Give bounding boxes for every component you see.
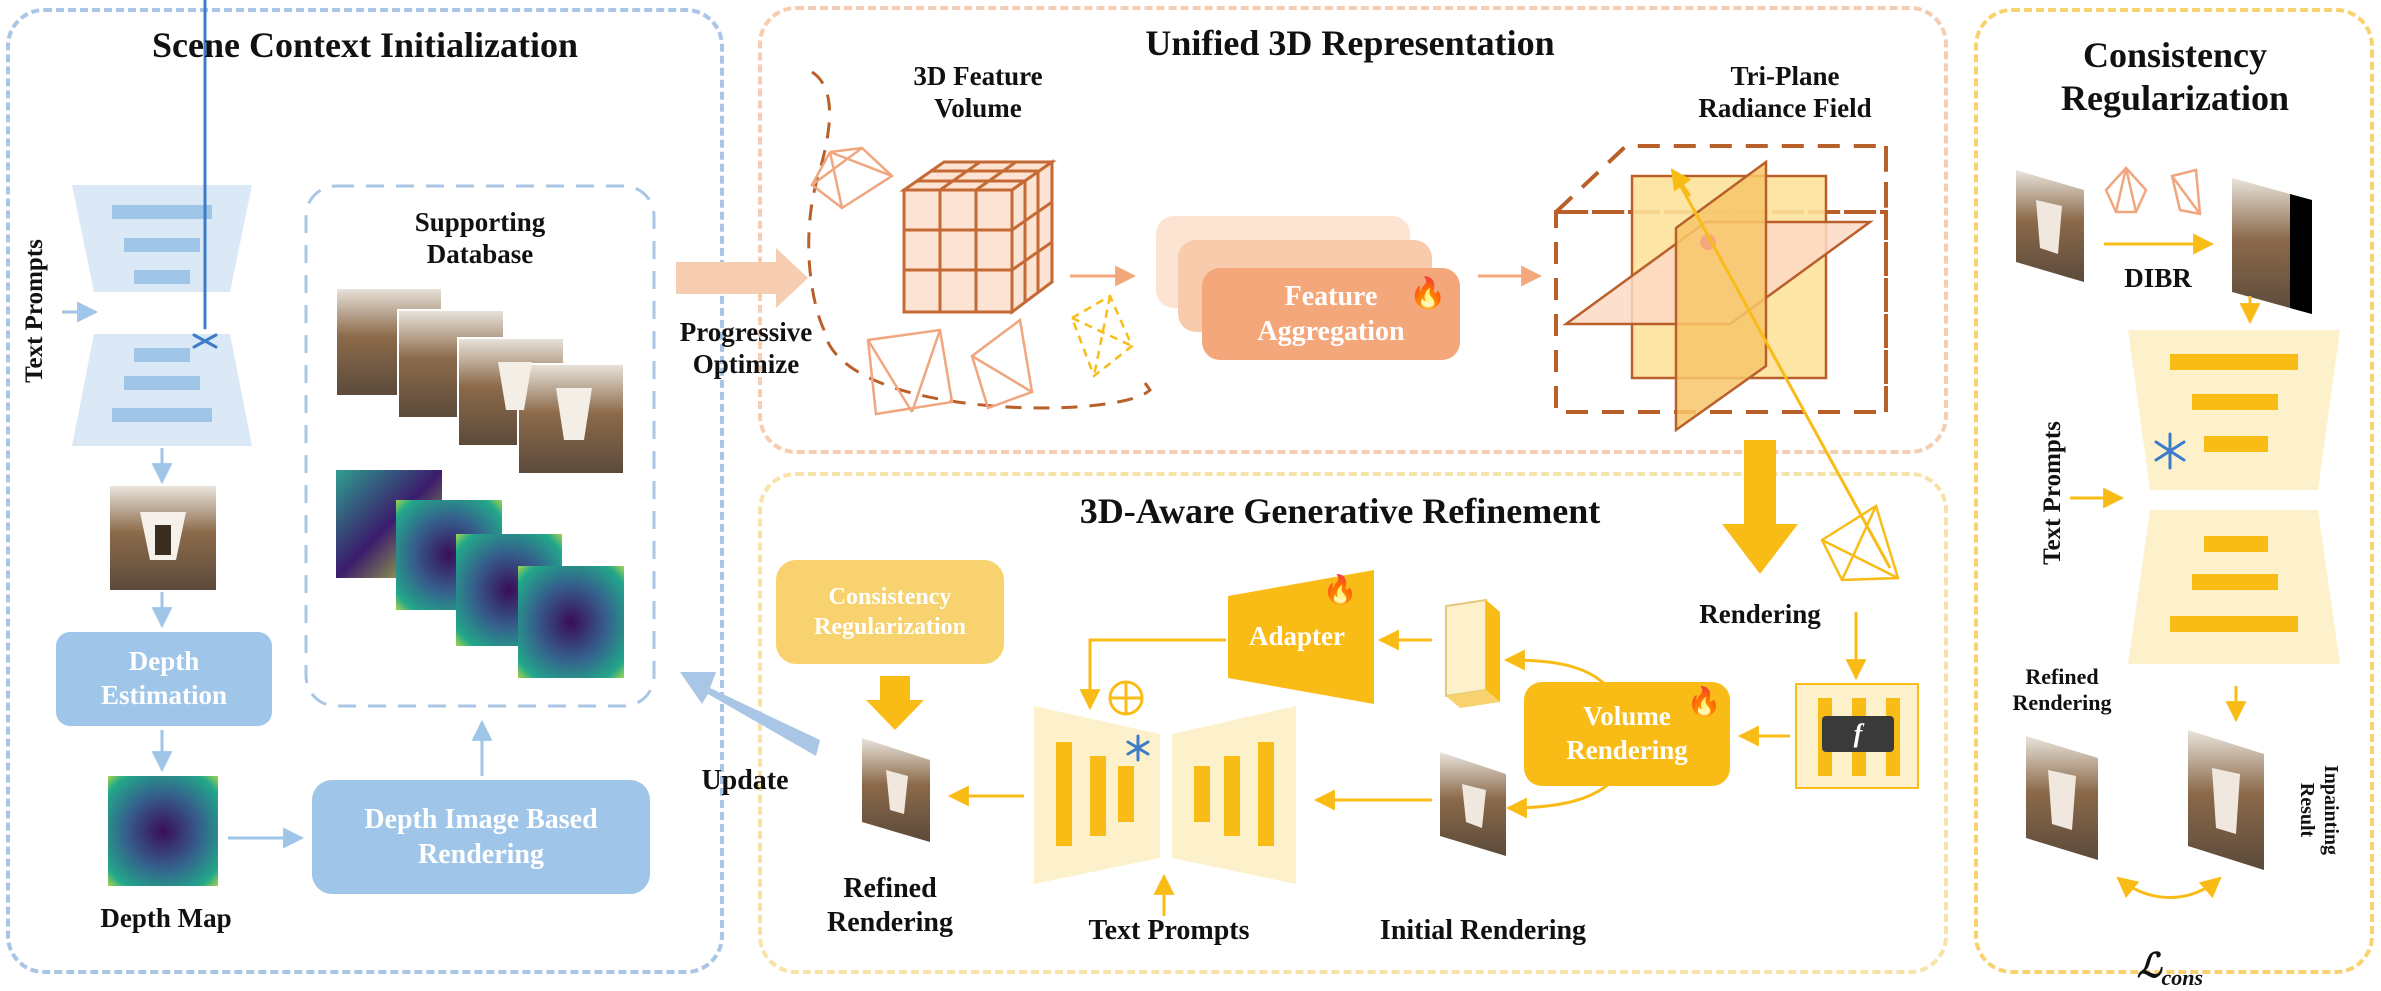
consistency-loss-arrow xyxy=(2116,876,2222,899)
feature-map-slab xyxy=(1445,598,1500,708)
triplane-label: Tri-Plane Radiance Field xyxy=(1698,61,1872,124)
progressive-arrow xyxy=(676,248,808,308)
update-label: Update xyxy=(701,765,789,796)
depth-map-image xyxy=(108,776,218,886)
refine-text-prompts-label: Text Prompts xyxy=(1088,915,1250,946)
refined-rendering-image xyxy=(862,738,930,842)
volume-rendering-block: Volume Rendering xyxy=(1524,682,1730,786)
consistency-decoder xyxy=(2128,510,2340,664)
dibr-input-image xyxy=(2016,170,2084,282)
inpainting-result-image xyxy=(2188,730,2264,870)
consistency-refined-image xyxy=(2026,736,2098,860)
scene-context-title: Scene Context Initialization xyxy=(152,25,578,65)
snowflake-icon xyxy=(192,0,218,349)
feature-volume-cube xyxy=(899,159,1057,315)
flame-icon: 🔥 xyxy=(1686,687,1722,718)
unified-3d-panel xyxy=(758,6,1948,454)
consistency-refined-label: Refined Rendering xyxy=(2012,664,2112,716)
depth-map-label: Depth Map xyxy=(100,903,232,933)
consistency-encoder xyxy=(2128,330,2340,490)
inpainting-result-label: Inpainting Result xyxy=(2296,764,2342,856)
optimization-loop xyxy=(807,70,1152,410)
refinement-title: 3D-Aware Generative Refinement xyxy=(1079,491,1601,531)
consistency-down-arrow xyxy=(866,676,924,730)
supporting-database-depths xyxy=(336,470,624,678)
consistency-loss-label: ℒcons xyxy=(2110,906,2230,991)
supporting-database-photos xyxy=(335,287,625,475)
feature-volume-label: 3D Feature Volume xyxy=(913,61,1043,124)
depth-estimation-block: Depth Estimation xyxy=(56,632,272,726)
consistency-panel xyxy=(1974,8,2374,974)
consistency-text-prompts: Text Prompts xyxy=(2039,421,2066,565)
hallway-image xyxy=(110,486,216,590)
dibr-label: DIBR xyxy=(2124,263,2192,293)
loss-symbol: ℒ xyxy=(2136,947,2162,985)
unified-3d-title: Unified 3D Representation xyxy=(1145,23,1555,63)
loss-subscript: cons xyxy=(2161,964,2204,990)
mlp-block xyxy=(1795,683,1919,789)
camera-frustum-icon xyxy=(809,146,1034,416)
triplane-field xyxy=(1550,144,1892,569)
camera-frustum-icon xyxy=(1070,294,1134,379)
refined-rendering-label: Refined Rendering xyxy=(827,873,953,938)
flame-icon: 🔥 xyxy=(1409,277,1447,310)
adapter-shape xyxy=(1228,570,1374,704)
snowflake-icon xyxy=(2154,432,2186,470)
consistency-title: Consistency Regularization xyxy=(2061,35,2289,119)
adapter-block: Adapter xyxy=(1249,621,1345,652)
dibr-block: Depth Image Based Rendering xyxy=(312,780,650,894)
camera-frustum-icon xyxy=(1820,504,1900,582)
feature-aggregation-block: Feature Aggregation xyxy=(1202,268,1460,360)
flame-icon: 🔥 xyxy=(1322,575,1358,606)
initial-rendering-label: Initial Rendering xyxy=(1379,915,1587,946)
text-encoder-bottom xyxy=(72,334,252,446)
dibr-output-image xyxy=(2232,178,2312,314)
unet-block xyxy=(1034,706,1296,884)
progressive-optimize-label: Progressive Optimize xyxy=(679,317,813,380)
mlp-symbol: f xyxy=(1853,719,1863,748)
scene-context-panel xyxy=(6,8,724,974)
camera-frustum-icon xyxy=(2104,166,2202,216)
snowflake-icon xyxy=(1126,734,1150,762)
scene-text-prompts: Text Prompts xyxy=(21,239,48,383)
update-arrow xyxy=(680,672,820,756)
rendering-label: Rendering xyxy=(1699,599,1821,629)
consistency-regularization-block: Consistency Regularization xyxy=(776,560,1004,664)
text-encoder-top xyxy=(72,185,252,292)
rendering-arrow xyxy=(1722,440,1798,574)
supporting-database-label: Supporting Database xyxy=(414,207,546,270)
initial-rendering-image xyxy=(1440,752,1506,856)
